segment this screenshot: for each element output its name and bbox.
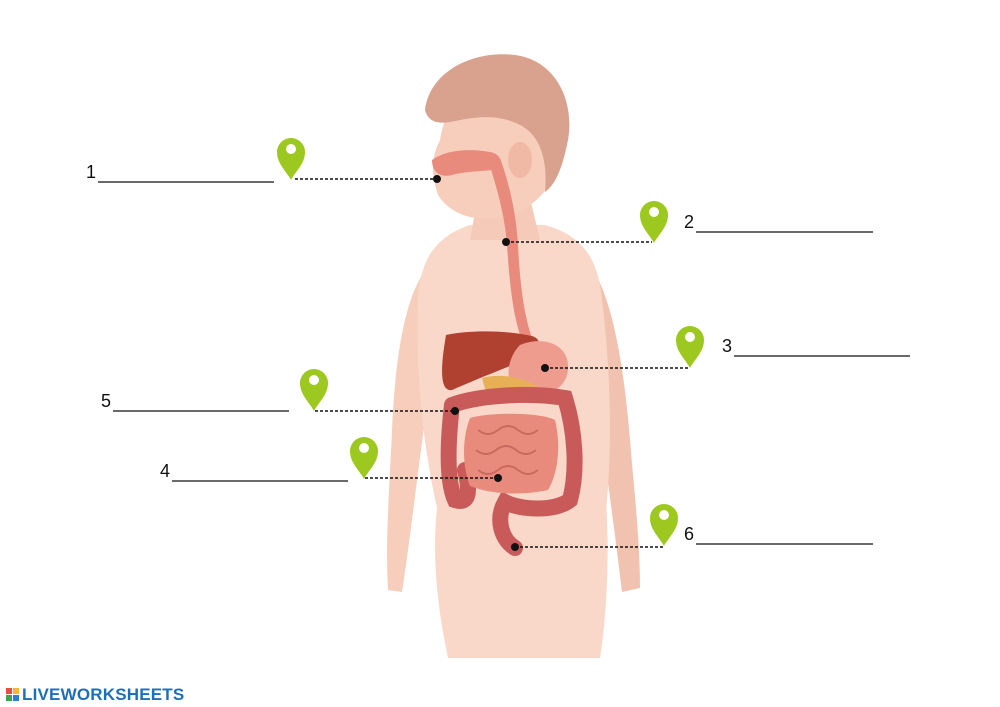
- map-pin-icon[interactable]: [300, 369, 328, 411]
- esophagus: [488, 158, 532, 340]
- small-intestine-coils: [475, 425, 539, 475]
- hair: [425, 54, 570, 193]
- liveworksheets-logo-icon: [6, 688, 20, 702]
- leader-dot-5: [451, 407, 459, 415]
- footer-brand-text: LIVEWORKSHEETS: [22, 685, 185, 704]
- label-number-2: 2: [684, 212, 694, 232]
- label-number-4: 4: [160, 461, 170, 481]
- map-pin-icon[interactable]: [350, 437, 378, 479]
- leaders: [295, 175, 690, 551]
- answer-labels: 1 2 3 5 4 6: [86, 162, 910, 545]
- liver: [442, 331, 540, 391]
- map-pin-icon[interactable]: [650, 504, 678, 546]
- leader-dot-3: [541, 364, 549, 372]
- label-number-1: 1: [86, 162, 96, 182]
- label-number-5: 5: [101, 391, 111, 411]
- label-number-3: 3: [722, 336, 732, 356]
- pins: [277, 138, 704, 546]
- map-pin-icon[interactable]: [640, 201, 668, 243]
- footer-brand[interactable]: LIVEWORKSHEETS: [6, 684, 184, 706]
- ear: [508, 142, 532, 178]
- large-intestine: [440, 386, 583, 556]
- map-pin-icon[interactable]: [676, 326, 704, 368]
- label-number-6: 6: [684, 524, 694, 544]
- leader-dot-6: [511, 543, 519, 551]
- leader-dot-4: [494, 474, 502, 482]
- leader-dot-2: [502, 238, 510, 246]
- mouth-cavity: [432, 150, 501, 176]
- body-lower: [435, 500, 608, 658]
- leader-dot-1: [433, 175, 441, 183]
- map-pin-icon[interactable]: [277, 138, 305, 180]
- digestive-organs: [432, 150, 583, 556]
